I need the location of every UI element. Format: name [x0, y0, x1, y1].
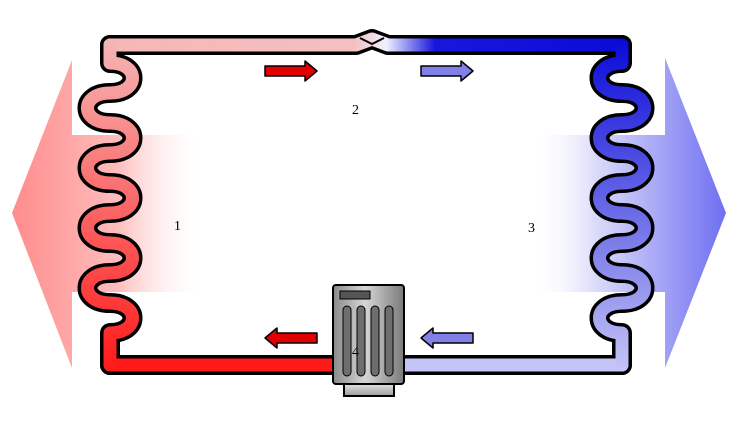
high-pressure-line	[103, 32, 629, 52]
evaporator-coil	[593, 38, 651, 372]
flow-arrow-bottom-right	[420, 327, 474, 349]
condenser-coil	[81, 38, 139, 372]
compressor-icon	[332, 284, 405, 397]
flow-arrow-bottom-left	[264, 327, 318, 349]
expansion-valve	[359, 37, 385, 46]
condenser-label: 1	[174, 219, 181, 234]
flow-arrow-top-left	[264, 60, 318, 82]
expansion-valve-label: 2	[352, 103, 359, 118]
compressor-label: 4	[352, 345, 359, 360]
evaporator-label: 3	[528, 221, 535, 236]
flow-arrow-top-right	[420, 60, 474, 82]
